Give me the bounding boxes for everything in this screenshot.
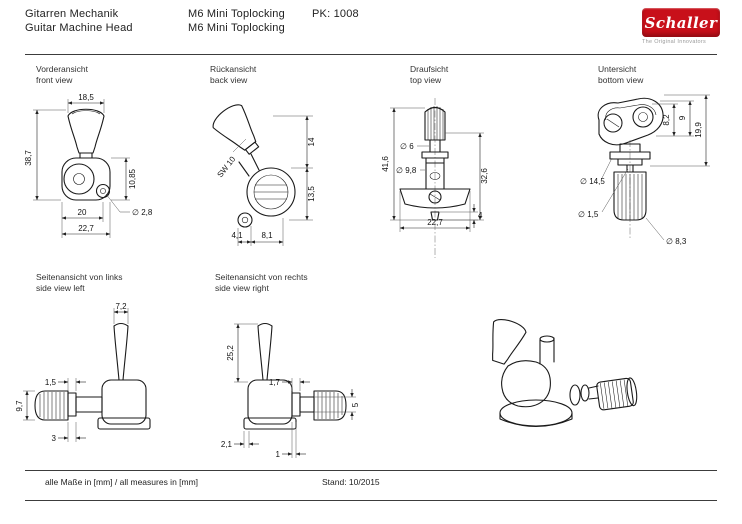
dim-top-tip-height: 4 — [478, 211, 483, 220]
side-left-post — [34, 390, 103, 421]
view-label-side-right: Seitenansicht von rechts side view right — [215, 272, 308, 293]
view-label-front: Vorderansicht front view — [36, 64, 88, 85]
dim-front-total-height: 38,7 — [24, 150, 33, 166]
back-button — [212, 104, 260, 155]
front-button — [67, 108, 105, 159]
dim-sr-button-height: 25,2 — [226, 345, 235, 361]
doc-title-de: Gitarren Mechanik — [25, 8, 119, 20]
dim-front-body-width: 20 — [78, 208, 87, 217]
back-dimensions: SW 10 14 13,5 4,1 8,1 — [215, 115, 316, 246]
dim-bottom-pin-dia: ∅ 1,5 — [578, 210, 599, 219]
pk-number: PK: 1008 — [312, 8, 359, 20]
iso-knob — [569, 377, 638, 411]
dim-sr-washer-a: 1,7 — [269, 378, 281, 387]
dim-sl-knob-dia: 9,7 — [15, 400, 24, 412]
dim-front-housing-height: 10,85 — [128, 168, 137, 189]
view-label-top-en: top view — [410, 74, 442, 85]
view-label-back-en: back view — [210, 74, 248, 85]
model-name: M6 Mini Toplocking M6 Mini Toplocking — [188, 8, 285, 35]
back-view-drawing: SW 10 14 13,5 4,1 8,1 — [212, 104, 316, 246]
top-knob — [424, 106, 446, 141]
front-dimensions: 18,5 38,7 10,85 ∅ 2,8 20 22,7 — [24, 93, 153, 238]
dim-bottom-depth-total: 19,9 — [694, 122, 703, 138]
dim-top-plate-width: 22,7 — [427, 218, 443, 227]
view-label-top-de: Draufsicht — [410, 64, 449, 74]
dim-front-total-width: 22,7 — [78, 224, 94, 233]
bottom-stack — [609, 143, 651, 173]
dim-sl-washer-b: 3 — [52, 434, 57, 443]
iso-drawing — [492, 318, 638, 427]
side-right-dimensions: 25,2 1,7 5 2,1 1 — [221, 323, 360, 459]
dim-front-button-width: 18,5 — [78, 93, 94, 102]
side-left-body — [97, 379, 151, 430]
side-left-drawing: 7,2 1,5 9,7 3 — [15, 302, 151, 443]
iso-button — [492, 318, 527, 365]
view-label-top: Draufsicht top view — [410, 64, 448, 85]
view-label-bottom-de: Untersicht — [598, 64, 637, 74]
view-label-front-en: front view — [36, 74, 73, 85]
dim-sr-plate-lip: 2,1 — [221, 440, 233, 449]
view-label-front-de: Vorderansicht — [36, 64, 88, 74]
view-label-side-left: Seitenansicht von links side view left — [36, 272, 122, 293]
view-label-side-right-de: Seitenansicht von rechts — [215, 272, 308, 282]
top-view-drawing: 41,6 32,6 ∅ 6 ∅ 9,8 22,7 4 — [381, 98, 489, 258]
side-right-body — [243, 379, 297, 430]
front-view-drawing: 18,5 38,7 10,85 ∅ 2,8 20 22,7 — [24, 93, 153, 238]
dim-sr-post-dia: 5 — [351, 402, 360, 407]
dim-top-lower-height: 32,6 — [480, 168, 489, 184]
view-label-side-left-de: Seitenansicht von links — [36, 272, 123, 282]
side-right-post — [291, 390, 347, 421]
side-left-button — [113, 322, 129, 381]
dim-top-post-dia: ∅ 9,8 — [396, 166, 417, 175]
back-housing — [237, 153, 296, 228]
dim-bottom-depth-a: 9 — [678, 115, 687, 120]
footer-divider-top — [25, 470, 717, 471]
side-left-dimensions: 7,2 1,5 9,7 3 — [15, 302, 129, 443]
view-label-bottom: Untersicht bottom view — [598, 64, 643, 85]
dim-top-shaft-dia: ∅ 6 — [400, 142, 414, 151]
dim-back-wrench: SW 10 — [215, 154, 237, 179]
dim-bottom-knob-dia: ∅ 8,3 — [666, 237, 687, 246]
dim-back-outer-width: 8,1 — [261, 231, 273, 240]
dim-bottom-flange-dia: ∅ 14,5 — [580, 177, 605, 186]
view-label-side-right-en: side view right — [215, 282, 269, 293]
dim-bottom-depth-b: 8,2 — [662, 114, 671, 126]
dim-back-inner-width: 4,1 — [231, 231, 243, 240]
dim-front-hole-dia: ∅ 2,8 — [132, 208, 153, 217]
schaller-logo: Schaller The Original Innovators — [642, 8, 722, 45]
front-housing — [61, 157, 111, 201]
revision-date: Stand: 10/2015 — [322, 477, 380, 487]
measures-note: alle Maße in [mm] / all measures in [mm] — [45, 477, 199, 487]
model-name-de: M6 Mini Toplocking — [188, 8, 285, 20]
dim-sl-button-thickness: 7,2 — [115, 302, 127, 311]
view-label-back: Rückansicht back view — [210, 64, 256, 85]
dim-back-upper-height: 14 — [307, 137, 316, 146]
dim-top-total-height: 41,6 — [381, 156, 390, 172]
dim-back-lower-height: 13,5 — [307, 186, 316, 202]
view-label-bottom-en: bottom view — [598, 74, 644, 85]
top-dimensions: 41,6 32,6 ∅ 6 ∅ 9,8 22,7 4 — [381, 107, 489, 232]
bottom-knob — [613, 171, 647, 221]
bottom-dimensions: 8,2 9 19,9 ∅ 14,5 ∅ 1,5 ∅ 8,3 — [578, 94, 710, 246]
view-label-back-de: Rückansicht — [210, 64, 257, 74]
schaller-logo-box: Schaller — [642, 8, 720, 37]
header-divider — [25, 54, 717, 55]
doc-title-en: Guitar Machine Head — [25, 21, 133, 34]
model-name-en: M6 Mini Toplocking — [188, 21, 285, 34]
side-right-drawing: 25,2 1,7 5 2,1 1 — [221, 322, 360, 459]
dim-sl-washer-a: 1,5 — [45, 378, 57, 387]
iso-body — [499, 335, 573, 427]
side-right-button — [257, 322, 273, 381]
schaller-logo-tagline: The Original Innovators — [642, 39, 707, 45]
bottom-housing — [597, 97, 664, 146]
footer-divider-bottom — [25, 500, 717, 501]
dim-sr-washer-b: 1 — [276, 450, 281, 459]
schaller-logo-text: Schaller — [644, 13, 718, 32]
top-baseplate — [399, 188, 471, 221]
doc-title: Gitarren Mechanik Guitar Machine Head — [25, 8, 133, 35]
view-label-side-left-en: side view left — [36, 282, 85, 293]
bottom-view-drawing: 8,2 9 19,9 ∅ 14,5 ∅ 1,5 ∅ 8,3 — [578, 94, 710, 246]
